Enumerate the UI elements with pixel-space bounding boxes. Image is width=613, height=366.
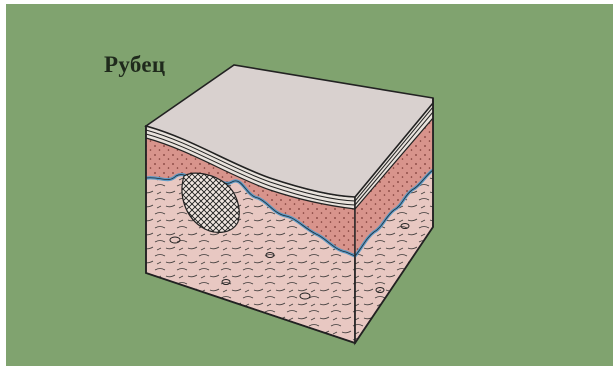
skin-block-illustration <box>0 0 613 366</box>
figure: Рубец <box>0 0 613 366</box>
